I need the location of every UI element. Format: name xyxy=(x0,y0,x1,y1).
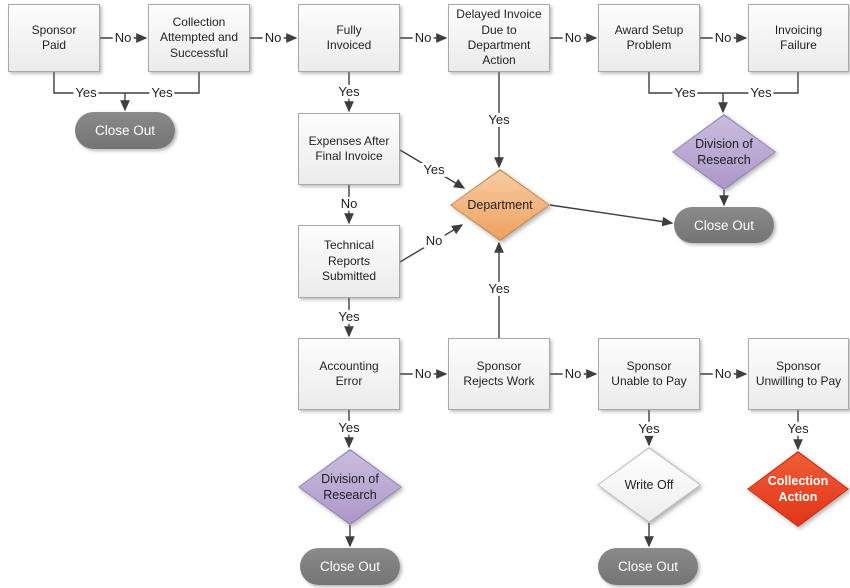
node-fully-invoiced: Fully Invoiced xyxy=(298,4,400,72)
node-label: Department xyxy=(467,198,533,212)
node-label: Collection Attempted and Successful xyxy=(159,14,239,60)
node-expenses-after-final-invoice: Expenses After Final Invoice xyxy=(298,113,400,185)
edge-label-no: No xyxy=(423,232,445,249)
connector xyxy=(53,72,125,94)
decision-division-of-research-top: Division of Research xyxy=(672,114,776,190)
connector xyxy=(723,72,799,94)
edge-label-no: No xyxy=(412,29,434,46)
edge-label-yes: Yes xyxy=(785,420,811,437)
edge-label-no: No xyxy=(112,29,134,46)
node-sponsor-paid: Sponsor Paid xyxy=(8,4,100,72)
node-accounting-error: Accounting Error xyxy=(298,338,400,410)
edge-label-yes: Yes xyxy=(486,111,512,128)
node-label: Write Off xyxy=(624,478,674,492)
node-label: Delayed Invoice Due to Department Action xyxy=(456,7,542,68)
terminator-close-out-top: Close Out xyxy=(75,112,175,149)
edge-label-yes: Yes xyxy=(336,308,362,325)
terminator-label: Close Out xyxy=(319,559,381,574)
node-label: Accounting Error xyxy=(319,358,379,388)
node-label: Sponsor Unable to Pay xyxy=(611,358,687,388)
node-label: Invoicing Failure xyxy=(774,22,823,52)
node-label: Technical Reports Submitted xyxy=(321,238,377,284)
node-label: Sponsor Paid xyxy=(31,22,77,52)
edge-label-no: No xyxy=(338,195,360,212)
terminator-close-out-bottom-mid: Close Out xyxy=(598,548,698,585)
edge-label-yes: Yes xyxy=(149,84,175,101)
node-sponsor-unwilling-to-pay: Sponsor Unwilling to Pay xyxy=(748,338,849,410)
node-delayed-invoice: Delayed Invoice Due to Department Action xyxy=(448,4,550,72)
edge-label-no: No xyxy=(712,29,734,46)
edge-label-yes: Yes xyxy=(636,420,662,437)
edge-label-no: No xyxy=(562,365,584,382)
edge-label-no: No xyxy=(412,365,434,382)
edge-label-yes: Yes xyxy=(748,84,774,101)
node-label: Fully Invoiced xyxy=(326,22,372,52)
edge-label-yes: Yes xyxy=(336,419,362,436)
node-label: Sponsor Rejects Work xyxy=(463,358,535,388)
node-collection-attempted: Collection Attempted and Successful xyxy=(148,4,250,72)
edge-label-yes: Yes xyxy=(672,84,698,101)
edge-label-yes: Yes xyxy=(486,280,512,297)
edge-label-no: No xyxy=(712,365,734,382)
decision-collection-action: Collection Action xyxy=(747,451,849,527)
decision-write-off: Write Off xyxy=(597,447,701,523)
terminator-label: Close Out xyxy=(94,123,156,138)
terminator-close-out-bottom-left: Close Out xyxy=(300,548,400,585)
edge-label-no: No xyxy=(262,29,284,46)
node-sponsor-unable-to-pay: Sponsor Unable to Pay xyxy=(598,338,700,410)
node-label: Award Setup Problem xyxy=(614,22,684,52)
node-sponsor-rejects-work: Sponsor Rejects Work xyxy=(448,338,550,410)
connector xyxy=(549,204,674,227)
terminator-label: Close Out xyxy=(693,217,755,233)
edge-label-yes: Yes xyxy=(336,83,362,100)
terminator-close-out-right: Close Out xyxy=(674,207,774,243)
node-label: Expenses After Final Invoice xyxy=(308,133,390,163)
node-label: Division of Research xyxy=(321,472,379,502)
edge-label-yes: Yes xyxy=(73,84,99,101)
decision-division-of-research-bottom: Division of Research xyxy=(298,449,402,525)
terminator-label: Close Out xyxy=(617,559,679,574)
node-label: Collection Action xyxy=(767,474,829,504)
edge-label-no: No xyxy=(562,29,584,46)
node-invoicing-failure: Invoicing Failure xyxy=(748,4,849,72)
node-label: Division of Research xyxy=(695,137,753,167)
decision-department: Department xyxy=(450,169,550,241)
node-technical-reports-submitted: Technical Reports Submitted xyxy=(298,225,400,298)
node-label: Sponsor Unwilling to Pay xyxy=(755,358,842,388)
node-award-setup-problem: Award Setup Problem xyxy=(598,4,700,72)
edge-label-yes: Yes xyxy=(421,161,447,178)
connector xyxy=(648,72,723,94)
